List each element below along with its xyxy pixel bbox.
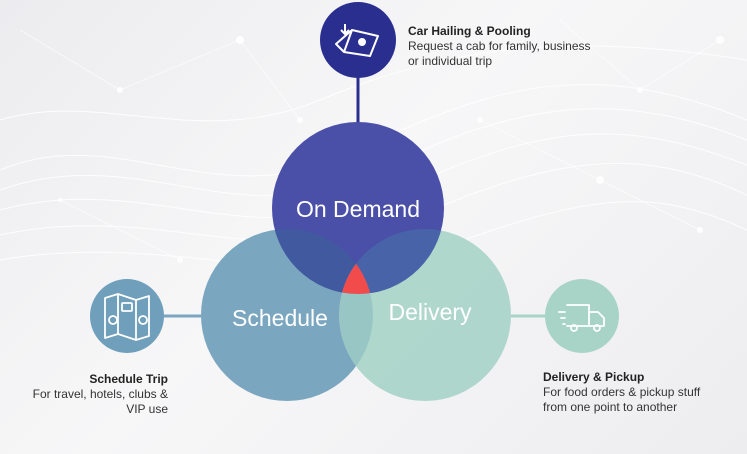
on-demand-label: On Demand [296,196,420,222]
schedule-label: Schedule [232,305,328,331]
folded-map-pins-icon [90,279,164,353]
overlap-delivery-on-demand [339,229,444,294]
car-hailing-title: Car Hailing & Pooling [408,24,531,38]
car-hailing-desc-line1: Request a cab for family, business [408,39,591,53]
delivery-truck-icon [545,279,619,353]
delivery-label: Delivery [388,299,472,325]
delivery-pickup-desc-line1: For food orders & pickup stuff [543,385,701,399]
schedule-trip-desc-line2: VIP use [126,402,168,416]
delivery-pickup-title: Delivery & Pickup [543,370,645,384]
car-hailing-caption: Car Hailing & Pooling Request a cab for … [408,24,658,69]
delivery-pickup-desc-line2: from one point to another [543,400,678,414]
delivery-pickup-caption: Delivery & Pickup For food orders & pick… [543,370,743,415]
car-hailing-desc-line2: or individual trip [408,54,493,68]
overlap-schedule-on-demand [272,229,373,294]
schedule-trip-desc-line1: For travel, hotels, clubs & [32,387,168,401]
schedule-trip-caption: Schedule Trip For travel, hotels, clubs … [8,372,168,417]
map-pin-car-icon [320,2,396,78]
schedule-trip-title: Schedule Trip [89,372,168,386]
